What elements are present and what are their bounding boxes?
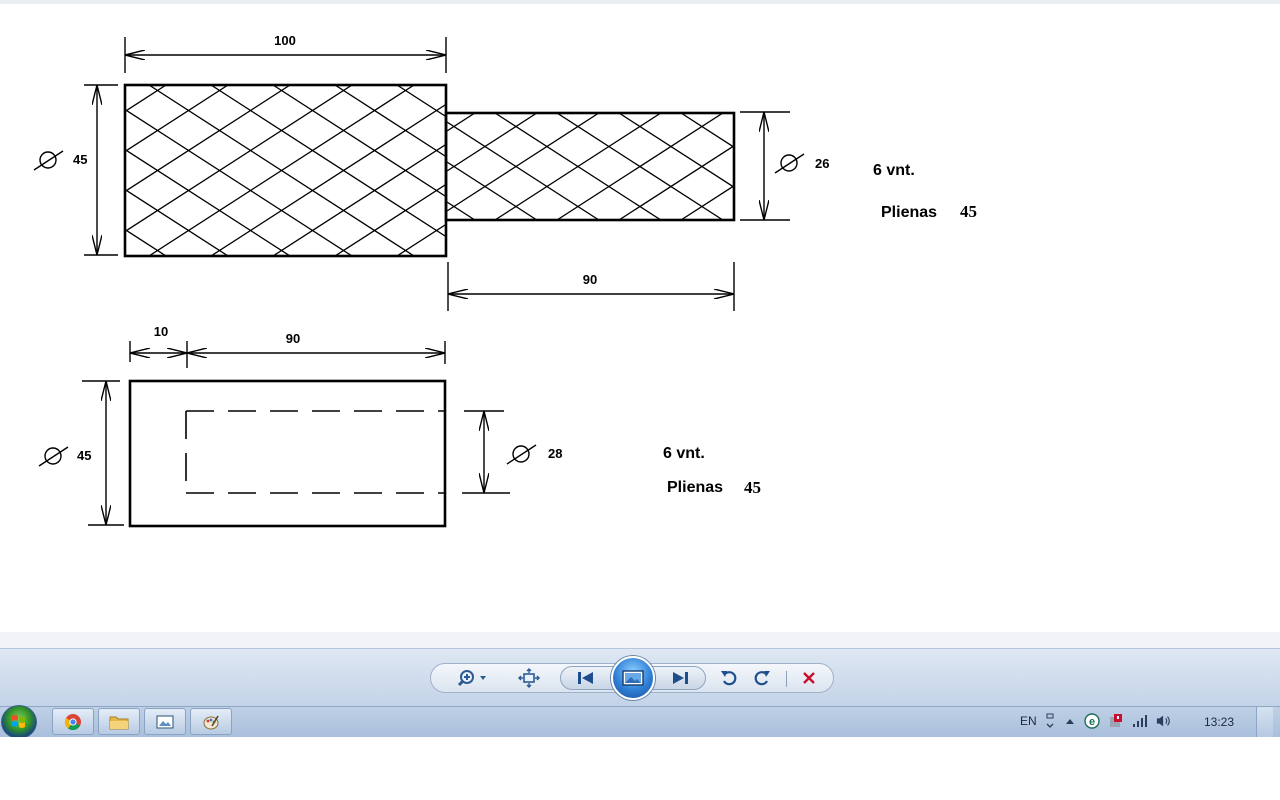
toolbar-separator — [786, 671, 787, 687]
window-top-edge — [0, 0, 1280, 4]
dim-label-diameter-28: 28 — [548, 446, 562, 461]
part2-material-label: Plienas — [667, 479, 723, 496]
rotate-left-icon — [721, 671, 737, 686]
diameter-symbol-icon — [33, 150, 64, 171]
next-button[interactable] — [665, 664, 695, 692]
system-clock[interactable]: 13:23 — [1204, 715, 1235, 729]
show-hidden-icons-icon[interactable] — [1062, 713, 1078, 729]
windows-logo-icon — [12, 715, 25, 728]
part1-quantity-note: 6 vnt. — [873, 162, 915, 179]
slideshow-icon — [622, 670, 644, 686]
rotate-right-button[interactable] — [750, 664, 774, 692]
tray-settings-icon[interactable] — [1042, 713, 1058, 729]
delete-icon — [803, 672, 815, 684]
part1-material-label: Plienas — [881, 204, 937, 221]
diameter-symbol-icon — [506, 444, 537, 465]
diameter-symbol-icon — [774, 153, 805, 174]
dim-label-90-bore: 90 — [286, 331, 300, 346]
fit-window-icon — [518, 668, 540, 688]
screen-bottom-area — [0, 737, 1280, 800]
dim-label-diameter-26: 26 — [815, 156, 829, 171]
network-signal-icon[interactable] — [1132, 713, 1148, 729]
taskbar-photo-viewer[interactable] — [144, 708, 186, 735]
dimension-bore-length-90: 90 — [187, 331, 446, 364]
part2-quantity-note: 6 vnt. — [663, 445, 705, 462]
dimension-diameter-outer: 45 — [38, 380, 124, 526]
security-alert-icon[interactable] — [1108, 713, 1124, 729]
fit-window-button[interactable] — [515, 664, 543, 692]
technical-drawing: 100 45 26 — [33, 33, 977, 528]
taskbar-paint[interactable] — [190, 708, 232, 735]
diameter-symbol-icon — [38, 446, 69, 467]
taskbar-file-explorer[interactable] — [98, 708, 140, 735]
delete-button[interactable] — [797, 664, 821, 692]
edge-browser-icon[interactable]: e — [1084, 713, 1100, 729]
dimension-length-large: 100 — [124, 33, 447, 73]
paint-icon — [203, 715, 219, 729]
file-explorer-icon — [109, 716, 129, 729]
start-button[interactable] — [1, 705, 37, 739]
toolbar-controls — [430, 656, 834, 700]
dimension-diameter-bore: 28 — [462, 410, 562, 494]
windows-taskbar: EN e 13:23 — [0, 705, 1280, 739]
rotate-right-icon — [754, 671, 770, 686]
part1-large-section — [123, 83, 448, 258]
part2-body — [128, 379, 447, 528]
next-icon — [673, 672, 688, 684]
volume-icon[interactable] — [1156, 713, 1172, 729]
part2-material-value: 45 — [744, 478, 761, 497]
slideshow-button[interactable] — [611, 656, 655, 700]
previous-button[interactable] — [571, 664, 601, 692]
dimension-diameter-large: 45 — [33, 84, 118, 256]
photo-viewer-icon — [156, 714, 174, 729]
rotate-left-button[interactable] — [717, 664, 741, 692]
chrome-icon — [64, 713, 81, 730]
photo-viewer-toolbar — [0, 648, 1280, 707]
dim-label-100: 100 — [274, 33, 296, 48]
image-viewer-canvas: 100 45 26 — [0, 4, 1280, 632]
part1-small-section — [444, 111, 736, 222]
previous-icon — [578, 672, 593, 684]
dim-label-10: 10 — [154, 324, 168, 339]
zoom-icon — [457, 670, 486, 687]
svg-text:e: e — [1089, 716, 1095, 728]
taskbar-chrome[interactable] — [52, 708, 94, 735]
dimension-diameter-small: 26 — [740, 111, 829, 221]
dim-label-90: 90 — [583, 272, 597, 287]
dimension-length-small: 90 — [447, 262, 735, 311]
system-tray: EN e 13:23 — [1010, 707, 1280, 737]
language-indicator[interactable]: EN — [1020, 714, 1037, 728]
dimension-offset-10: 10 — [129, 324, 188, 368]
viewer-bottom-margin — [0, 632, 1280, 648]
zoom-button[interactable] — [453, 664, 493, 692]
dim-label-diameter-45-outer: 45 — [77, 448, 91, 463]
part1-material-value: 45 — [960, 202, 977, 221]
show-desktop-button[interactable] — [1256, 707, 1273, 737]
dim-label-diameter-45: 45 — [73, 152, 87, 167]
